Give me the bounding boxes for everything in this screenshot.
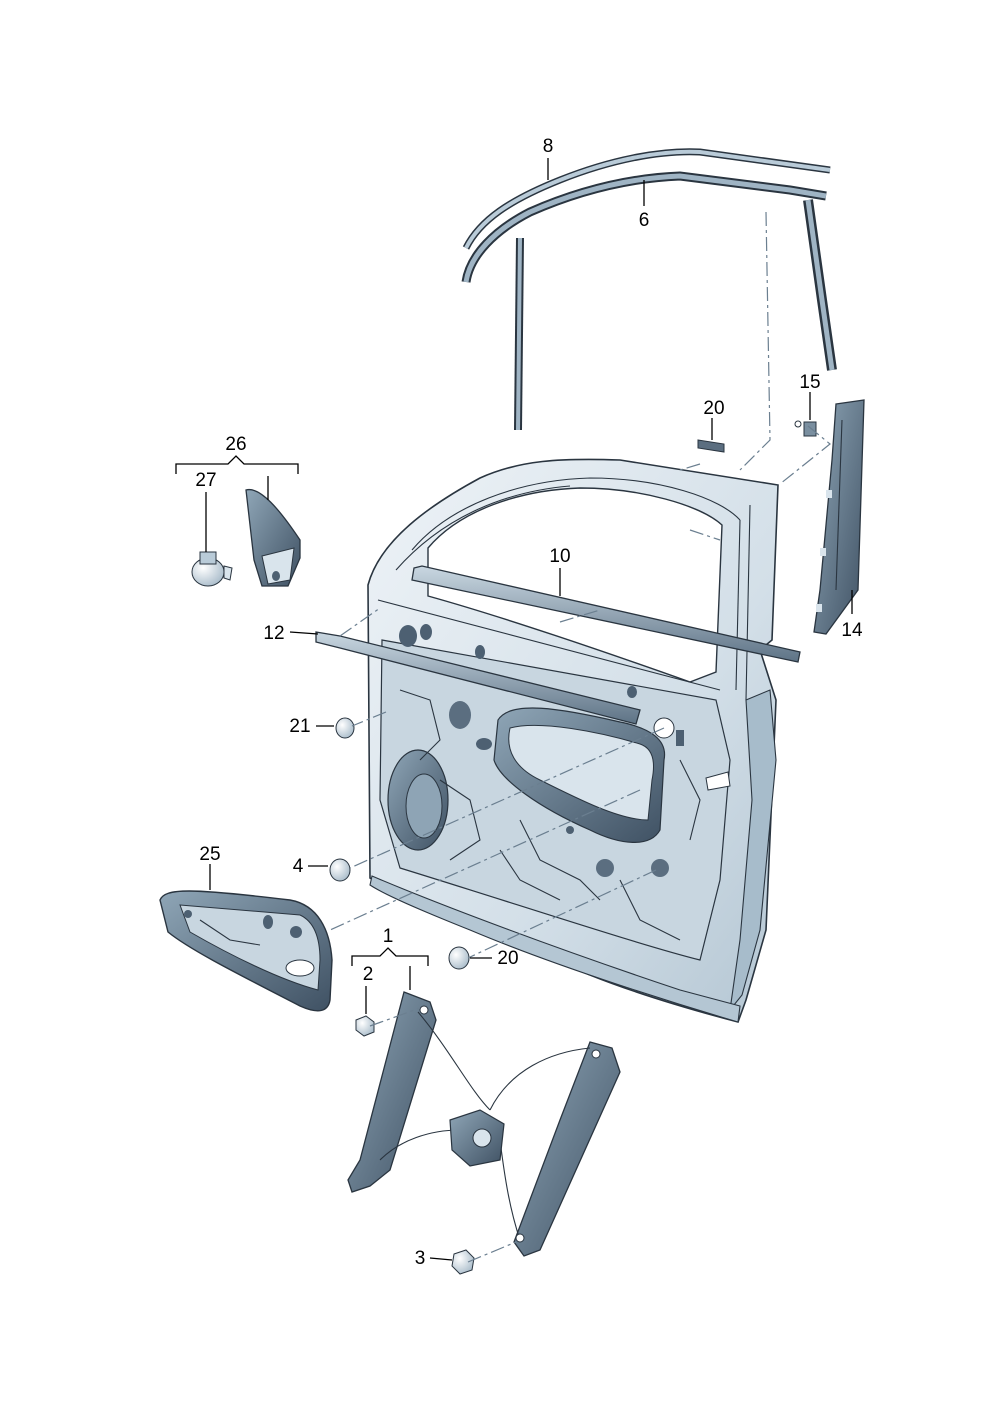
- callout-label-12: 12: [263, 623, 284, 644]
- callout-label-26: 26: [225, 434, 246, 455]
- door-inner-panel-25: [159, 890, 333, 1012]
- callout-label-27: 27: [195, 470, 216, 491]
- callout-label-20-lower: 20: [497, 948, 518, 969]
- door-frame-seal-6: [461, 171, 837, 431]
- callout-4: 4: [293, 856, 328, 877]
- nut-3: [451, 1249, 475, 1275]
- callout-25: 25: [199, 844, 221, 890]
- callout-6: 6: [639, 180, 650, 231]
- callout-label-15: 15: [799, 372, 820, 393]
- callout-label-4: 4: [293, 856, 304, 877]
- door-shell: [367, 458, 779, 1023]
- callout-12: 12: [263, 623, 319, 644]
- pad-20-upper: [697, 439, 725, 453]
- callout-10: 10: [549, 546, 571, 596]
- callout-label-21: 21: [289, 716, 310, 737]
- callout-14: 14: [841, 590, 863, 641]
- callout-label-2: 2: [363, 964, 374, 985]
- callout-label-8: 8: [543, 136, 554, 157]
- nut-2: [355, 1015, 375, 1037]
- callout-label-20-upper: 20: [703, 398, 724, 419]
- callout-20-upper: 20: [703, 398, 725, 440]
- callout-1: 1: [351, 926, 429, 990]
- plug-20-lower: [448, 946, 470, 970]
- callout-8: 8: [543, 136, 554, 180]
- callout-21: 21: [289, 716, 334, 737]
- plug-4: [329, 858, 351, 882]
- trim-14: [813, 399, 865, 635]
- callout-27: 27: [195, 470, 217, 552]
- callout-label-3: 3: [415, 1248, 426, 1269]
- callout-20-lower: 20: [470, 948, 519, 969]
- callout-3: 3: [415, 1248, 453, 1269]
- mirror-cover-26: [245, 488, 301, 587]
- callout-label-6: 6: [639, 210, 650, 231]
- outer-seal-8: [462, 148, 831, 250]
- clip-15: [794, 420, 817, 437]
- callout-label-1: 1: [383, 926, 394, 947]
- callout-2: 2: [363, 964, 374, 1014]
- callout-15: 15: [799, 372, 821, 420]
- clip-27: [191, 551, 233, 587]
- inner-window-strip-10: [411, 565, 801, 663]
- callout-label-25: 25: [199, 844, 220, 865]
- assembly-dash-lines: [329, 211, 831, 1263]
- callout-label-14: 14: [841, 620, 863, 641]
- callout-label-10: 10: [549, 546, 570, 567]
- callout-26: 26: [175, 434, 299, 500]
- window-regulator: [347, 991, 621, 1257]
- plug-21: [335, 717, 355, 739]
